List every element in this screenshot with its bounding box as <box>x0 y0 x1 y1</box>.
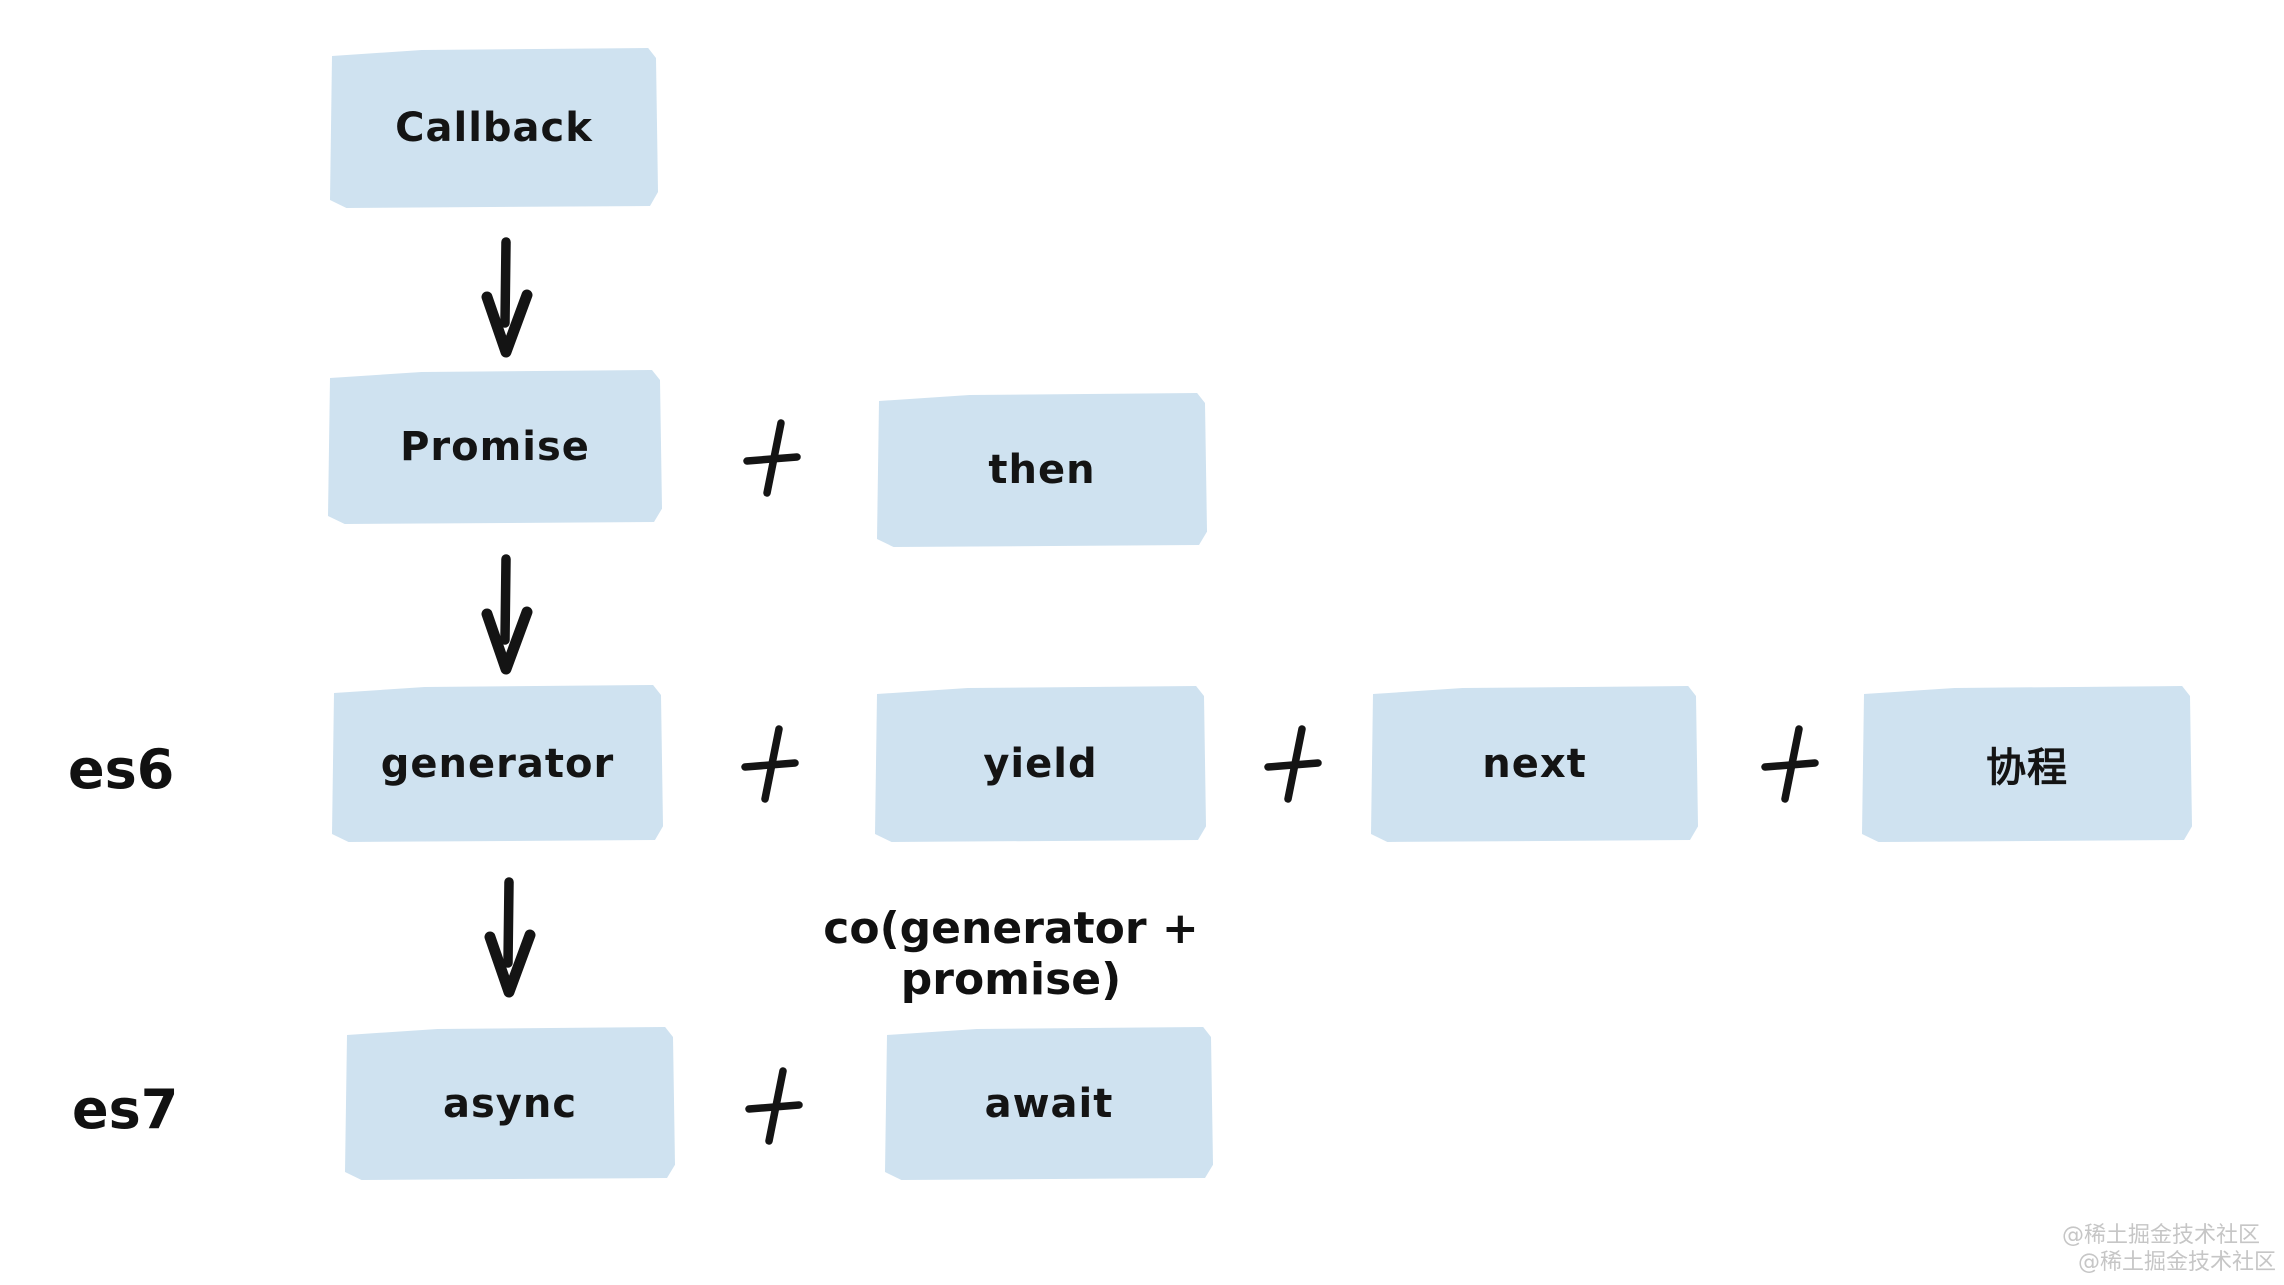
node-next: next <box>1371 686 1698 842</box>
plus-icon <box>1264 725 1322 803</box>
node-yield: yield <box>875 686 1206 842</box>
node-callback: Callback <box>330 48 658 208</box>
node-next-label: next <box>1482 741 1587 787</box>
node-await: await <box>885 1027 1213 1180</box>
node-promise-label: Promise <box>400 424 590 470</box>
plus-icon <box>743 419 801 497</box>
node-generator-label: generator <box>380 740 615 787</box>
node-yield-label: yield <box>983 741 1098 787</box>
plus-icon <box>741 725 799 803</box>
node-async: async <box>345 1027 675 1180</box>
watermark: @稀土掘金技术社区 @稀土掘金技术社区 <box>2062 1222 2276 1276</box>
node-promise: Promise <box>328 370 662 524</box>
plus-icon <box>1761 725 1819 803</box>
plus-icon <box>745 1067 803 1145</box>
row-label-es6: es6 <box>68 738 175 801</box>
watermark-line: @稀土掘金技术社区 <box>2077 1250 2276 1275</box>
node-await-label: await <box>984 1080 1114 1127</box>
row-label-es7: es7 <box>72 1078 179 1141</box>
node-coroutine-label: 协程 <box>1986 745 2068 791</box>
watermark-line: @稀土掘金技术社区 <box>2061 1223 2260 1248</box>
node-callback-label: Callback <box>395 105 593 151</box>
node-generator: generator <box>332 685 663 842</box>
node-then: then <box>877 393 1207 547</box>
node-async-label: async <box>442 1080 578 1127</box>
down-arrow-icon <box>481 237 533 358</box>
node-coroutine: 协程 <box>1862 686 2192 842</box>
down-arrow-icon <box>484 877 536 998</box>
down-arrow-icon <box>481 554 533 675</box>
node-then-label: then <box>988 447 1096 493</box>
annotation-co-generator-promise: co(generator + promise) <box>823 903 1199 1005</box>
